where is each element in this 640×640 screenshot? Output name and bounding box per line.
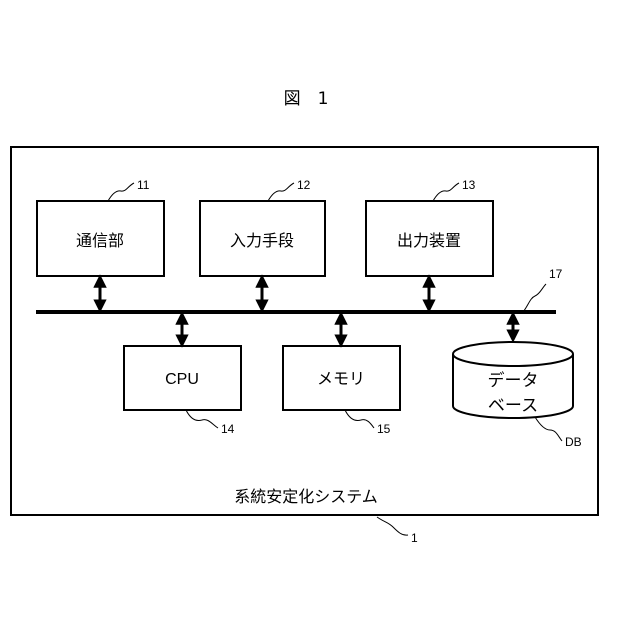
cpu-unit: CPU	[124, 346, 241, 410]
database-label-line1: データ	[488, 370, 539, 391]
database-top	[453, 342, 573, 366]
comm-unit-label: 通信部	[76, 231, 124, 250]
database-ref: DB	[565, 435, 582, 449]
comm-ref: 11	[137, 178, 150, 192]
system-label: 系統安定化システム	[234, 487, 378, 506]
system-ref: 1	[411, 531, 418, 545]
input-unit-label: 入力手段	[230, 231, 294, 250]
output-ref: 13	[462, 178, 476, 192]
database-label-line2: ベース	[488, 396, 538, 416]
comm-unit: 通信部	[37, 201, 164, 276]
memory-unit: メモリ	[283, 346, 400, 410]
cpu-ref: 14	[221, 422, 235, 436]
database-cylinder: データ ベース	[453, 342, 573, 418]
cpu-unit-label: CPU	[165, 371, 199, 388]
figure-title: 図 1	[284, 89, 329, 109]
output-unit-label: 出力装置	[397, 231, 461, 250]
bus-ref: 17	[549, 267, 563, 281]
system-ref-leader	[377, 517, 408, 535]
memory-unit-label: メモリ	[317, 369, 365, 388]
input-ref: 12	[297, 178, 311, 192]
input-unit: 入力手段	[200, 201, 325, 276]
output-unit: 出力装置	[366, 201, 493, 276]
memory-ref: 15	[377, 422, 391, 436]
